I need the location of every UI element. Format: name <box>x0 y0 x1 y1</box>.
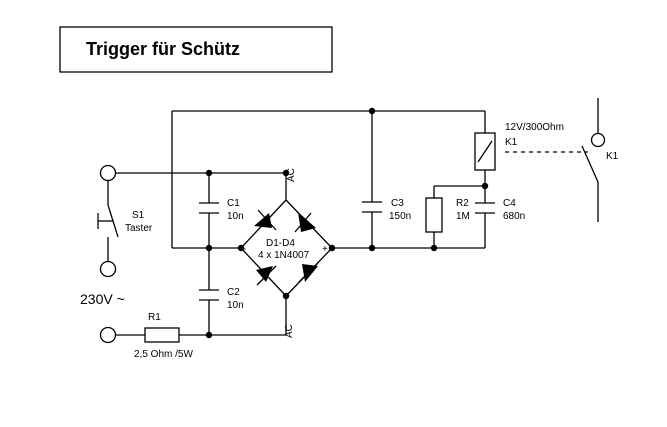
k1-contact-label: K1 <box>606 151 619 162</box>
k1-coil-label: K1 <box>505 137 518 148</box>
s1-type-label: Taster <box>125 223 153 234</box>
terminal-s1-bottom <box>99 260 117 278</box>
bridge-label: D1-D4 <box>266 238 295 249</box>
terminal-top <box>99 164 117 182</box>
resistor-r2 <box>425 197 443 233</box>
s1-label: S1 <box>132 210 145 221</box>
capacitor-c1 <box>199 202 219 214</box>
relay-coil-k1 <box>474 132 496 171</box>
voltage-label: 230V ~ <box>80 291 125 307</box>
c3-value-label: 150n <box>389 211 411 222</box>
c1-value-label: 10n <box>227 211 244 222</box>
r1-value-label: 2,5 Ohm /5W <box>134 349 193 360</box>
relay-contact-k1 <box>581 132 606 183</box>
r1-label: R1 <box>148 312 161 323</box>
r2-value-label: 1M <box>456 211 470 222</box>
terminal-bottom <box>99 326 117 344</box>
resistor-r1 <box>144 327 180 343</box>
capacitor-c3 <box>362 201 382 213</box>
c1-label: C1 <box>227 198 240 209</box>
c2-label: C2 <box>227 287 240 298</box>
ac-bottom-label: AC <box>284 324 295 338</box>
bridge-minus-label: - <box>243 244 246 255</box>
c4-label: C4 <box>503 198 516 209</box>
c4-value-label: 680n <box>503 211 525 222</box>
wires <box>107 98 599 336</box>
junctions <box>205 107 489 339</box>
ac-top-label: AC <box>286 168 297 182</box>
r2-label: R2 <box>456 198 469 209</box>
capacitor-c2 <box>199 289 219 301</box>
title: Trigger für Schütz <box>86 39 240 59</box>
bridge-plus-label: + <box>322 244 328 255</box>
c2-value-label: 10n <box>227 300 244 311</box>
switch-s1 <box>97 204 119 238</box>
k1-spec-label: 12V/300Ohm <box>505 122 564 133</box>
title-box <box>59 26 333 73</box>
c3-label: C3 <box>391 198 404 209</box>
bridge-rectifier <box>240 199 333 297</box>
bridge-value-label: 4 x 1N4007 <box>258 250 310 261</box>
capacitor-c4 <box>475 202 495 214</box>
